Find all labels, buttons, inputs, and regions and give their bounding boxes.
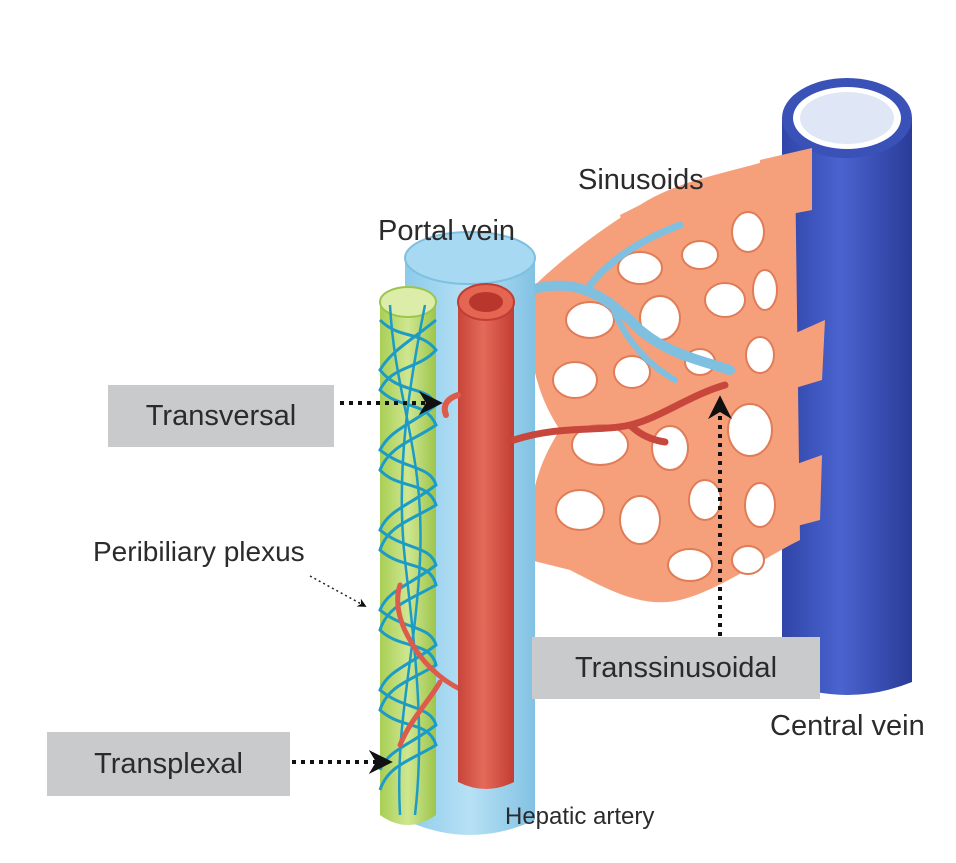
hepatic-artery — [458, 284, 514, 789]
central-vein-label: Central vein — [770, 712, 956, 741]
hepatic-artery-label: Hepatic artery — [505, 805, 654, 829]
peribiliary-plexus-label: Peribiliary plexus — [93, 538, 305, 566]
sinusoid-network — [529, 148, 825, 602]
transsinusoidal-route-box: Transsinusoidal — [532, 637, 820, 699]
transsinusoidal-route-label: Transsinusoidal — [575, 652, 777, 685]
portal-vein-label: Portal vein — [378, 217, 515, 246]
transversal-route-label: Transversal — [146, 400, 296, 433]
peribiliary-pointer — [310, 576, 365, 606]
sinusoids-label: Sinusoids — [578, 166, 704, 195]
transplexal-route-label: Transplexal — [94, 748, 243, 781]
transversal-route-box: Transversal — [108, 385, 334, 447]
transplexal-route-box: Transplexal — [47, 732, 290, 796]
